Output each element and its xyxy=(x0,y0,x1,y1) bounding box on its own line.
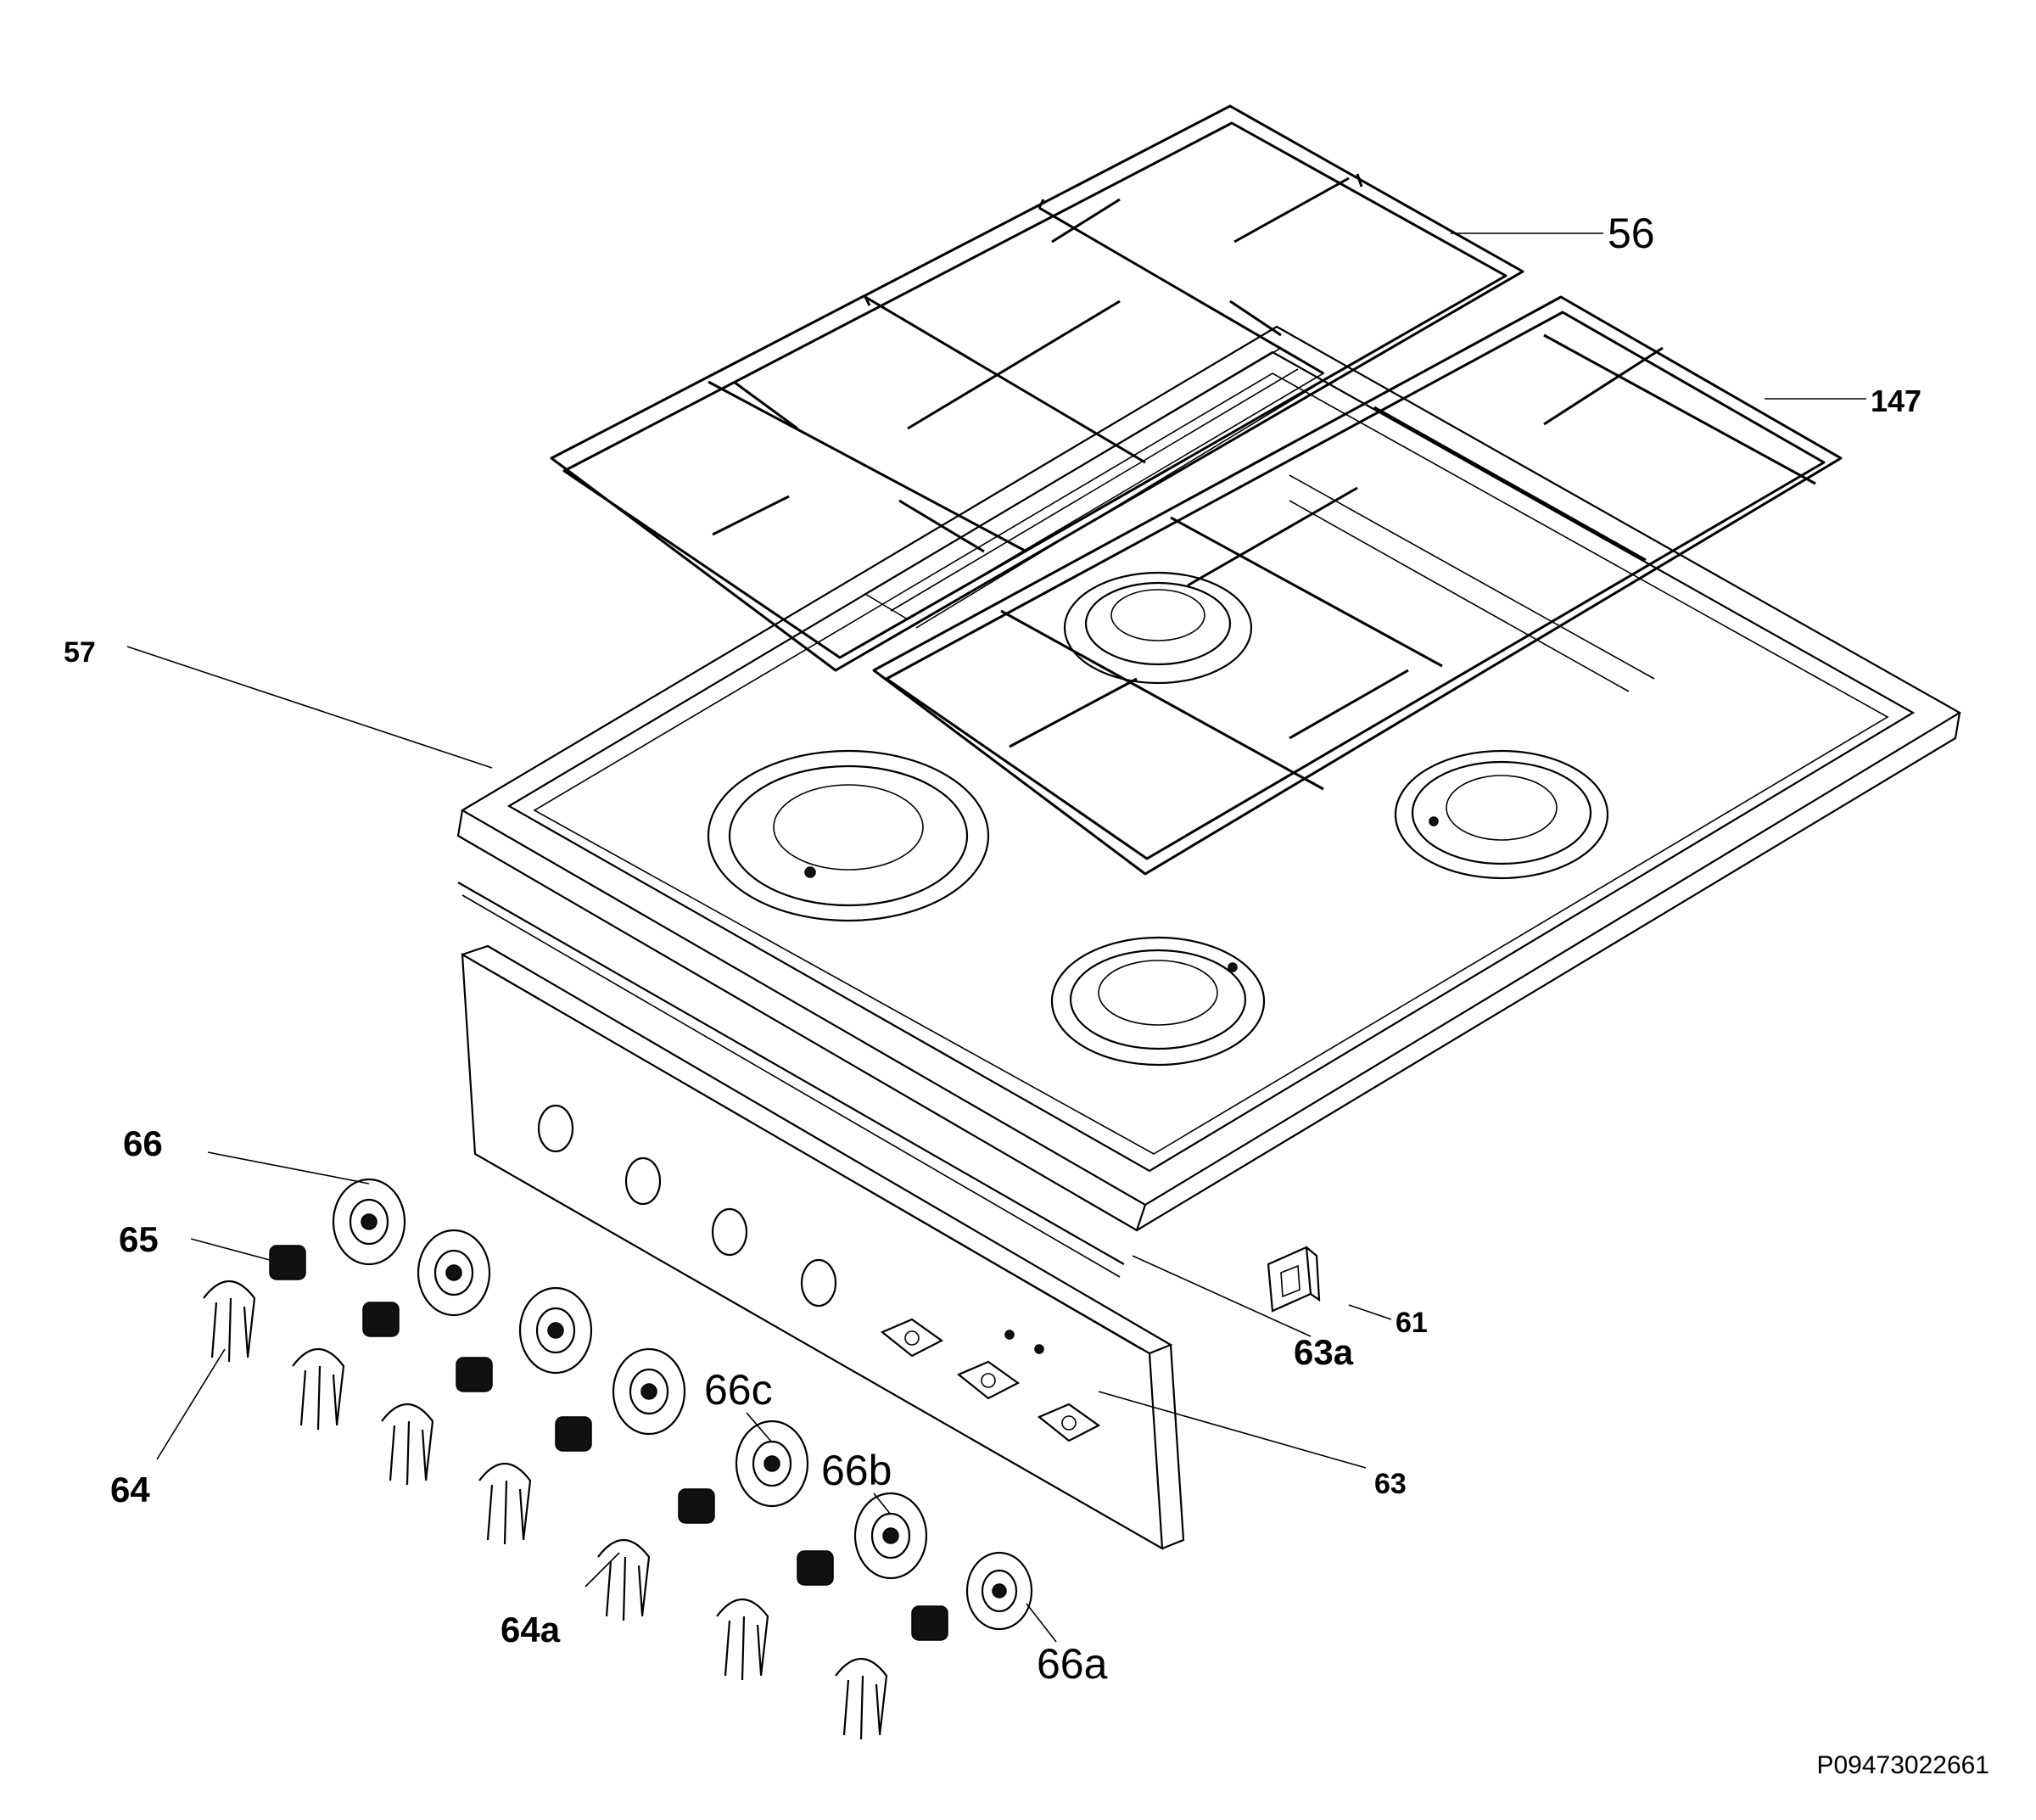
knob-4 xyxy=(478,1462,532,1545)
burner-front xyxy=(1050,936,1266,1067)
callout-56: 56 xyxy=(1608,210,1655,257)
callout-66b: 66b xyxy=(821,1447,892,1494)
callout-64a: 64a xyxy=(501,1610,561,1649)
callout-66c: 66c xyxy=(704,1366,773,1414)
bezel-4 xyxy=(612,1347,686,1436)
panel-hole-1 xyxy=(537,1104,574,1153)
leader-lines xyxy=(126,232,1866,1643)
bezel-66c xyxy=(735,1420,809,1508)
burner-large-left xyxy=(707,749,990,922)
control-panel xyxy=(461,944,1185,1550)
knob-bezels xyxy=(332,1178,1033,1631)
callout-66: 66 xyxy=(123,1123,163,1163)
hob-top-panel xyxy=(456,325,1962,1278)
knob-64 xyxy=(203,1280,256,1363)
callout-57: 57 xyxy=(64,636,96,669)
knob-2 xyxy=(292,1347,345,1431)
knob-7 xyxy=(835,1657,888,1740)
bezel-3 xyxy=(518,1286,593,1375)
panel-hole-3 xyxy=(711,1207,748,1257)
pan-support-grate-left xyxy=(550,104,1524,672)
panel-hole-2 xyxy=(624,1156,662,1206)
callout-65: 65 xyxy=(119,1219,159,1259)
control-knobs xyxy=(203,1280,888,1740)
callout-147: 147 xyxy=(1871,384,1921,418)
bezel-66 xyxy=(332,1178,406,1266)
clip-part xyxy=(1267,1246,1321,1313)
bezel-66a xyxy=(965,1551,1033,1631)
burner-rear-center xyxy=(1063,571,1253,685)
knob-3 xyxy=(381,1403,434,1486)
spindle-adapters xyxy=(269,1245,948,1641)
callout-63a: 63a xyxy=(1294,1332,1354,1372)
bezel-66b xyxy=(853,1492,928,1580)
callout-61: 61 xyxy=(1396,1307,1428,1339)
pan-support-grate-right xyxy=(872,295,1843,876)
knob-6 xyxy=(716,1598,769,1681)
bezel-2 xyxy=(417,1229,491,1317)
drawing-number: P09473022661 xyxy=(1816,1751,1989,1779)
knob-64a xyxy=(597,1538,651,1621)
panel-hole-4 xyxy=(800,1258,837,1308)
burner-right xyxy=(1394,749,1609,880)
callout-66a: 66a xyxy=(1037,1640,1108,1688)
callout-63: 63 xyxy=(1374,1468,1407,1500)
callout-labels: 56 147 57 66 65 64 64a 66c 66b 66a 63a 6… xyxy=(64,210,1921,1688)
callout-64: 64 xyxy=(110,1470,150,1509)
